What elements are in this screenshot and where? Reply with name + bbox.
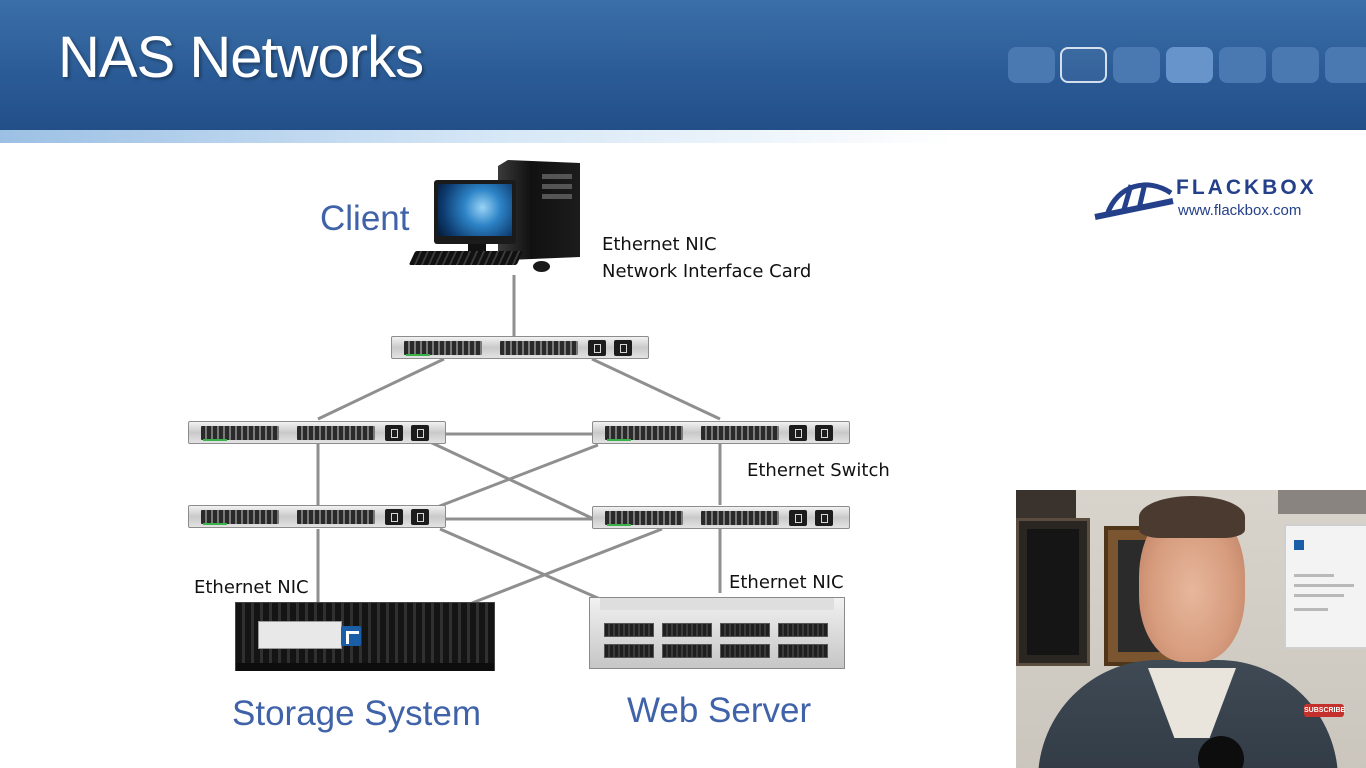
core-to-switch-a-link (317, 357, 445, 421)
subscribe-button[interactable]: SUBSCRIBE (1304, 704, 1345, 717)
core-to-switch-b-link (591, 357, 721, 421)
server-nic-label: Ethernet NIC (729, 572, 844, 593)
slide-header: NAS Networks (0, 0, 1366, 143)
brand-name: FLACKBOX (1176, 176, 1317, 199)
wall-certificate (1016, 518, 1090, 666)
header-tile (1325, 47, 1366, 83)
nic-subtitle-label: Network Interface Card (602, 261, 812, 282)
network-links (316, 275, 722, 605)
pc-monitor (434, 180, 516, 244)
header-tile (1113, 47, 1160, 83)
pc-keyboard (408, 251, 524, 265)
switch-label: Ethernet Switch (747, 460, 890, 481)
pc-mouse (533, 261, 550, 272)
header-tile (1272, 47, 1319, 83)
netapp-logo-icon (341, 626, 361, 646)
header-tile (1060, 47, 1107, 83)
ethernet-switch-icon (188, 505, 446, 528)
header-shine (0, 130, 1366, 143)
switch-d-storage-link (471, 527, 663, 605)
web-server-label: Web Server (627, 691, 812, 730)
switch-a-d-link (429, 440, 599, 523)
ethernet-switch-icon (592, 506, 850, 529)
client-label: Client (320, 199, 410, 238)
presenter-webcam: SUBSCRIBE (1016, 490, 1366, 768)
storage-nic-label: Ethernet NIC (194, 577, 309, 598)
switch-c-server-link (439, 527, 601, 601)
client-computer-icon (408, 160, 585, 275)
slide-title: NAS Networks (58, 25, 424, 90)
ethernet-switch-icon (188, 421, 446, 444)
header-tile (1219, 47, 1266, 83)
bridge-logo-icon (1094, 182, 1174, 220)
header-tile (1008, 47, 1055, 83)
nic-title-label: Ethernet NIC (602, 234, 717, 255)
storage-system-icon (235, 602, 495, 671)
storage-system-label: Storage System (232, 694, 481, 733)
brand-url: www.flackbox.com (1178, 202, 1302, 219)
network-diagram: Client Ethernet NIC Network Interface Ca… (0, 143, 1000, 768)
microphone (1198, 736, 1244, 768)
ethernet-switch-icon (592, 421, 850, 444)
wall-certificate (1284, 524, 1366, 649)
flackbox-logo: FLACKBOX www.flackbox.com (1093, 173, 1358, 223)
header-tile (1166, 47, 1213, 83)
switch-b-c-link (431, 443, 599, 511)
web-server-icon (589, 597, 845, 669)
core-switch-icon (391, 336, 649, 359)
